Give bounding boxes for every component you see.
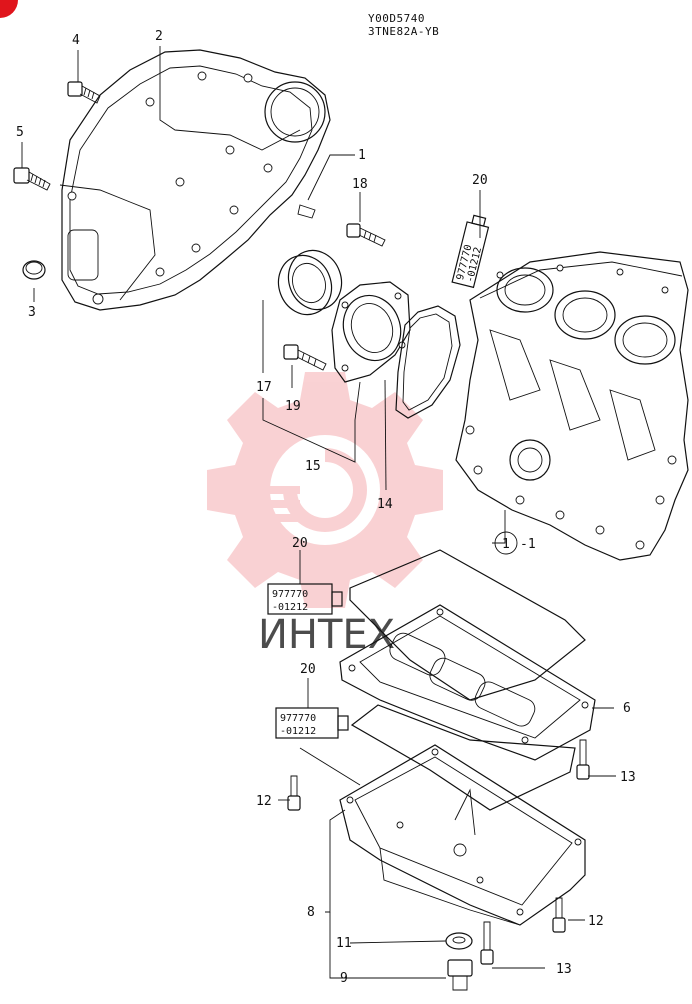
callout-13-right: 13 (620, 770, 636, 785)
callout-19: 19 (285, 399, 301, 414)
bolt-4 (67, 81, 101, 104)
callout-1: 1 (358, 148, 366, 163)
callout-13-bottom: 13 (556, 962, 572, 977)
washer-11 (445, 932, 473, 950)
callout-block-circle: 1 (502, 537, 510, 552)
sealant-tube-top: 977770 -01212 (451, 214, 490, 289)
watermark-text: ИНТЕХ (258, 612, 395, 658)
callout-12-left: 12 (256, 794, 272, 809)
bolt-19 (283, 344, 327, 371)
plug-3 (22, 260, 46, 280)
callout-20-middle: 20 (292, 536, 308, 551)
callout-5: 5 (16, 125, 24, 140)
callout-14: 14 (377, 497, 393, 512)
bolt-18 (346, 223, 386, 247)
callout-3: 3 (28, 305, 36, 320)
engine-model: 3TNE82A-YB (368, 25, 439, 38)
callout-11: 11 (336, 936, 352, 951)
bolt-13-right (576, 739, 590, 780)
drawing-code: Y00D5740 (368, 12, 425, 25)
callout-9: 9 (340, 971, 348, 986)
oil-pan-8 (339, 744, 586, 926)
flywheel-housing (59, 49, 331, 311)
tube-middle-line2: -01212 (272, 602, 308, 613)
oil-pan-spacer-6 (339, 604, 596, 761)
sealant-bead-upper (349, 549, 586, 701)
callout-8: 8 (307, 905, 315, 920)
gasket-14 (395, 305, 461, 419)
corner-badge-icon (0, 0, 18, 18)
callout-17: 17 (256, 380, 272, 395)
bolt-12-right (552, 897, 566, 933)
callout-labels: 4 2 5 3 1 18 20 17 19 15 14 1 -1 20 20 6… (16, 29, 636, 986)
tube-lower-line1: 977770 (280, 713, 316, 724)
bolt-12-left (287, 775, 301, 811)
sealant-bead-lower (350, 704, 576, 811)
cylinder-block (455, 251, 689, 561)
watermark-gear-icon (207, 372, 443, 608)
oil-seal-17 (277, 249, 343, 316)
tube-middle-line1: 977770 (272, 589, 308, 600)
callout-20-lower: 20 (300, 662, 316, 677)
callout-6: 6 (623, 701, 631, 716)
callout-12-right: 12 (588, 914, 604, 929)
seal-housing-15 (331, 281, 411, 383)
tube-lower-line2: -01212 (280, 726, 316, 737)
drain-plug-9 (447, 959, 473, 991)
callout-18: 18 (352, 177, 368, 192)
block-callout-circle (494, 531, 518, 555)
bolt-13-bottom (480, 921, 494, 965)
callout-2: 2 (155, 29, 163, 44)
sealant-tube-lower: 977770 -01212 (275, 707, 349, 739)
callout-20-top: 20 (472, 173, 488, 188)
callout-block-suffix: -1 (520, 537, 536, 552)
leader-lines (21, 46, 616, 979)
bolt-5 (13, 167, 51, 191)
callout-15: 15 (305, 459, 321, 474)
callout-4: 4 (72, 33, 80, 48)
